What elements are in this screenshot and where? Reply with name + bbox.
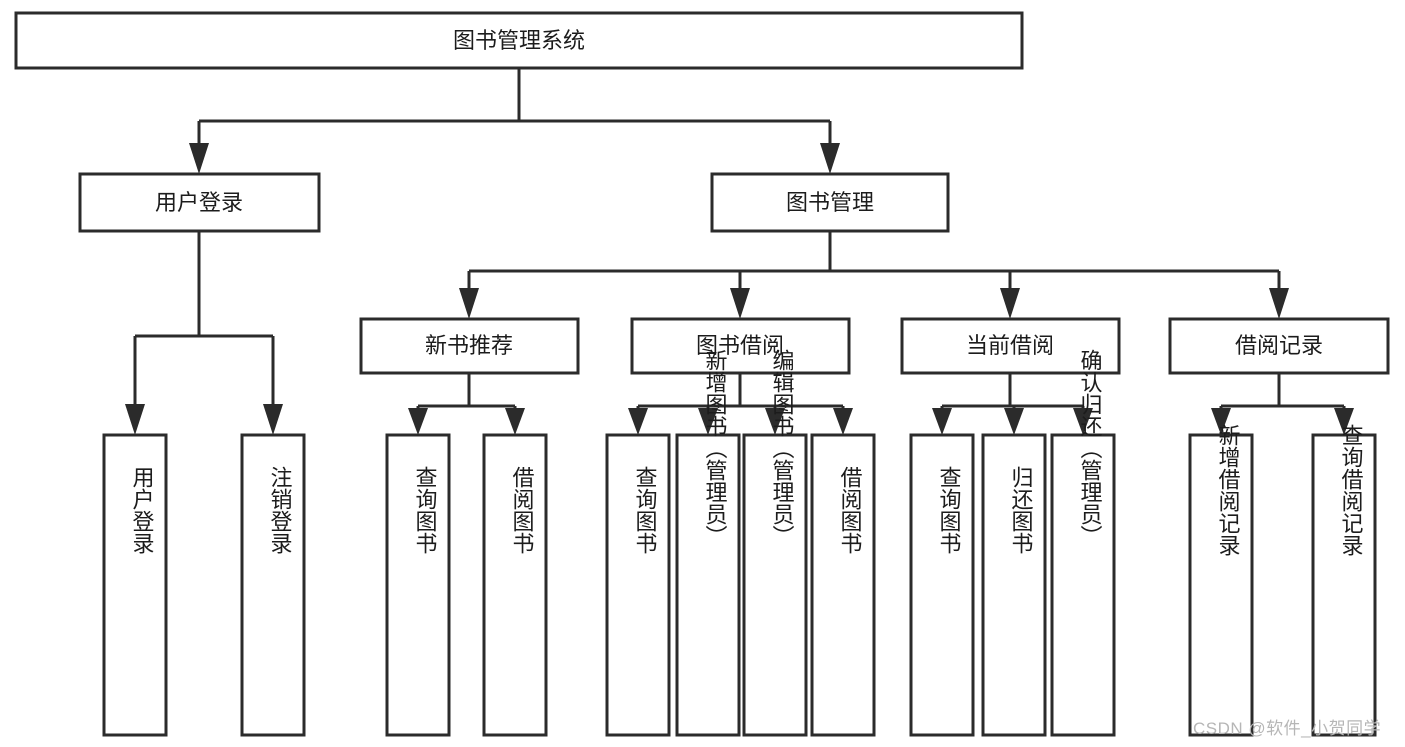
connector-group-book-borrow (628, 373, 853, 435)
connector-group-current-borrow (932, 373, 1093, 435)
node-leaf-add-record-label: 新增借阅记录 (1216, 424, 1241, 556)
node-leaf-return-book-box[interactable] (981, 433, 1047, 737)
node-leaf-borrow-book-2[interactable]: 借阅图书 (810, 433, 876, 737)
node-borrow-record-label: 借阅记录 (1235, 333, 1323, 358)
node-book-manage-box[interactable] (710, 172, 950, 233)
node-leaf-query-book-2-box[interactable] (605, 433, 671, 737)
node-leaf-add-book-box[interactable] (675, 433, 741, 737)
connector-group-new-book-recommend (408, 373, 525, 435)
arrow-head-leaf-confirm-return (1073, 408, 1093, 435)
node-leaf-borrow-book-1[interactable]: 借阅图书 (482, 433, 548, 737)
node-leaf-user-login-label: 用户登录 (130, 466, 155, 554)
arrow-head-book-borrow (730, 288, 750, 319)
node-root[interactable]: 图书管理系统 (14, 11, 1024, 70)
node-root-label: 图书管理系统 (453, 28, 585, 53)
node-new-book-recommend[interactable]: 新书推荐 (359, 317, 580, 375)
node-leaf-query-book-2[interactable]: 查询图书 (605, 433, 671, 737)
arrow-head-leaf-user-logout (263, 404, 283, 435)
node-user-login-label: 用户登录 (155, 190, 243, 215)
node-new-book-recommend-label: 新书推荐 (425, 333, 513, 358)
node-leaf-borrow-book-1-label: 借阅图书 (510, 466, 535, 554)
arrow-head-leaf-query-record (1334, 408, 1354, 435)
arrow-head-leaf-add-book (698, 408, 718, 435)
node-book-manage[interactable]: 图书管理 (710, 172, 950, 233)
connector-group-book-manage (459, 231, 1289, 319)
node-borrow-record-box[interactable] (1168, 317, 1390, 375)
arrow-head-leaf-query-book-2 (628, 408, 648, 435)
node-leaf-user-login[interactable]: 用户登录 (102, 433, 168, 737)
arrow-head-leaf-return-book (1004, 408, 1024, 435)
node-leaf-query-book-3[interactable]: 查询图书 (909, 433, 975, 737)
arrow-head-leaf-query-book-3 (932, 408, 952, 435)
node-current-borrow-box[interactable] (900, 317, 1121, 375)
node-leaf-query-record-label: 查询借阅记录 (1339, 424, 1364, 556)
node-leaf-borrow-book-2-box[interactable] (810, 433, 876, 737)
node-user-login[interactable]: 用户登录 (78, 172, 321, 233)
connector-group-root (189, 68, 840, 174)
node-leaf-add-record[interactable]: 新增借阅记录 (1188, 424, 1254, 737)
node-leaf-return-book-label: 归还图书 (1009, 466, 1034, 554)
node-leaf-query-book-2-label: 查询图书 (633, 466, 658, 554)
arrow-head-user-login (189, 143, 209, 174)
node-leaf-add-book-label: 新增图书（管理员） (703, 349, 728, 547)
node-leaf-query-book-1-label: 查询图书 (413, 466, 438, 554)
node-leaf-confirm-return-label: 确认归还（管理员） (1078, 349, 1103, 547)
arrow-head-book-manage (820, 143, 840, 174)
arrow-head-leaf-user-login (125, 404, 145, 435)
node-leaf-edit-book-label: 编辑图书（管理员） (770, 349, 795, 547)
node-leaf-user-logout-label: 注销登录 (268, 466, 293, 554)
node-current-borrow-label: 当前借阅 (966, 333, 1054, 358)
node-new-book-recommend-box[interactable] (359, 317, 580, 375)
node-book-manage-label: 图书管理 (786, 190, 874, 215)
arrow-head-leaf-edit-book (765, 408, 785, 435)
arrow-head-leaf-add-record (1211, 408, 1231, 435)
node-book-borrow-label: 图书借阅 (696, 333, 784, 358)
node-borrow-record[interactable]: 借阅记录 (1168, 317, 1390, 375)
node-current-borrow[interactable]: 当前借阅 (900, 317, 1121, 375)
node-leaf-confirm-return[interactable]: 确认归还（管理员） (1050, 349, 1116, 737)
arrow-head-new-book-recommend (459, 288, 479, 319)
arrow-head-leaf-borrow-book-2 (833, 408, 853, 435)
node-leaf-query-book-1-box[interactable] (385, 433, 451, 737)
connector-group-user-login (125, 231, 283, 435)
arrow-head-leaf-borrow-book-1 (505, 408, 525, 435)
node-leaf-edit-book-box[interactable] (742, 433, 808, 737)
node-book-borrow-box[interactable] (630, 317, 851, 375)
node-leaf-add-book[interactable]: 新增图书（管理员） (675, 349, 741, 737)
connector-group-borrow-record (1211, 373, 1354, 435)
node-leaf-user-logout-box[interactable] (240, 433, 306, 737)
node-user-login-box[interactable] (78, 172, 321, 233)
node-leaf-borrow-book-1-box[interactable] (482, 433, 548, 737)
node-leaf-query-book-3-box[interactable] (909, 433, 975, 737)
node-leaf-edit-book[interactable]: 编辑图书（管理员） (742, 349, 808, 737)
node-leaf-query-book-3-label: 查询图书 (937, 466, 962, 554)
node-leaf-user-logout[interactable]: 注销登录 (240, 433, 306, 737)
node-leaf-confirm-return-box[interactable] (1050, 433, 1116, 737)
node-leaf-query-record-box[interactable] (1311, 433, 1377, 737)
arrow-head-current-borrow (1000, 288, 1020, 319)
node-root-box[interactable] (14, 11, 1024, 70)
arrow-head-leaf-query-book-1 (408, 408, 428, 435)
node-book-borrow[interactable]: 图书借阅 (630, 317, 851, 375)
node-leaf-user-login-box[interactable] (102, 433, 168, 737)
arrow-head-borrow-record (1269, 288, 1289, 319)
node-leaf-query-record[interactable]: 查询借阅记录 (1311, 424, 1377, 737)
node-leaf-borrow-book-2-label: 借阅图书 (838, 466, 863, 554)
node-leaf-return-book[interactable]: 归还图书 (981, 433, 1047, 737)
node-leaf-add-record-box[interactable] (1188, 433, 1254, 737)
node-leaf-query-book-1[interactable]: 查询图书 (385, 433, 451, 737)
